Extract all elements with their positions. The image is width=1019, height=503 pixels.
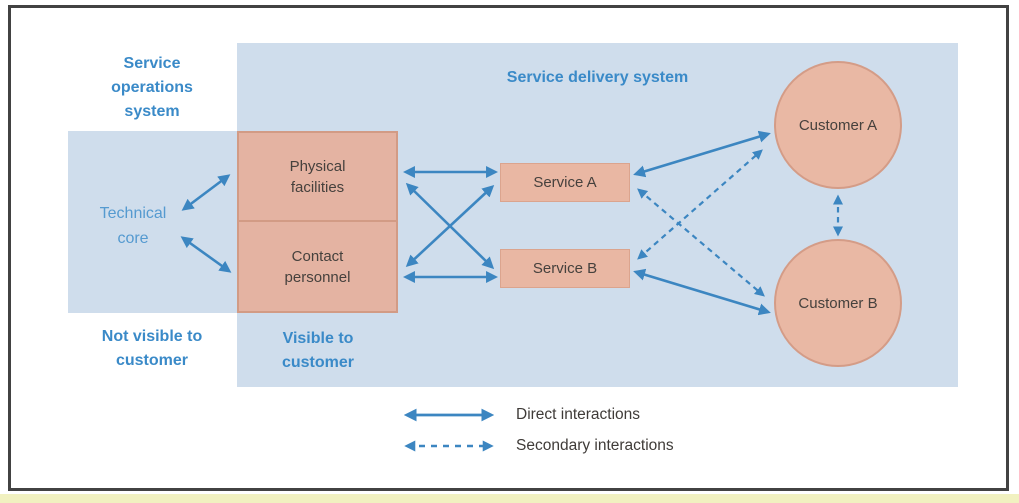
not-visible-label: Not visible to customer — [101, 328, 203, 369]
customer-b-circle: Customer B — [774, 239, 902, 367]
service-delivery-title: Service delivery system — [506, 69, 689, 86]
customer-b-label: Customer B — [798, 294, 878, 312]
physical-facilities-label: Physical facilities — [289, 157, 346, 196]
legend-direct-row: Direct interactions — [399, 406, 729, 424]
physical-facilities-cell: Physical facilities — [239, 133, 396, 222]
visible-label: Visible to customer — [281, 330, 355, 371]
customer-a-circle: Customer A — [774, 61, 902, 189]
service-b-label: Service B — [532, 260, 598, 277]
service-operations-region — [68, 131, 237, 313]
service-operations-title: Service operations system — [111, 55, 193, 120]
service-a-box: Service A — [500, 163, 630, 202]
yellow-strip — [0, 494, 1019, 503]
legend-secondary-label: Secondary interactions — [516, 437, 674, 454]
secondary-interactions-arrow-icon — [404, 440, 494, 452]
contact-personnel-cell: Contact personnel — [239, 222, 396, 311]
contact-personnel-label: Contact personnel — [284, 247, 351, 286]
customer-a-label: Customer A — [798, 116, 878, 134]
direct-interactions-arrow-icon — [403, 408, 495, 422]
facilities-personnel-box: Physical facilities Contact personnel — [237, 131, 398, 313]
legend-secondary-row: Secondary interactions — [399, 437, 729, 455]
service-a-label: Service A — [533, 174, 597, 191]
technical-core-label: Technical core — [99, 205, 167, 247]
legend-direct-label: Direct interactions — [516, 406, 641, 423]
service-b-box: Service B — [500, 249, 630, 288]
